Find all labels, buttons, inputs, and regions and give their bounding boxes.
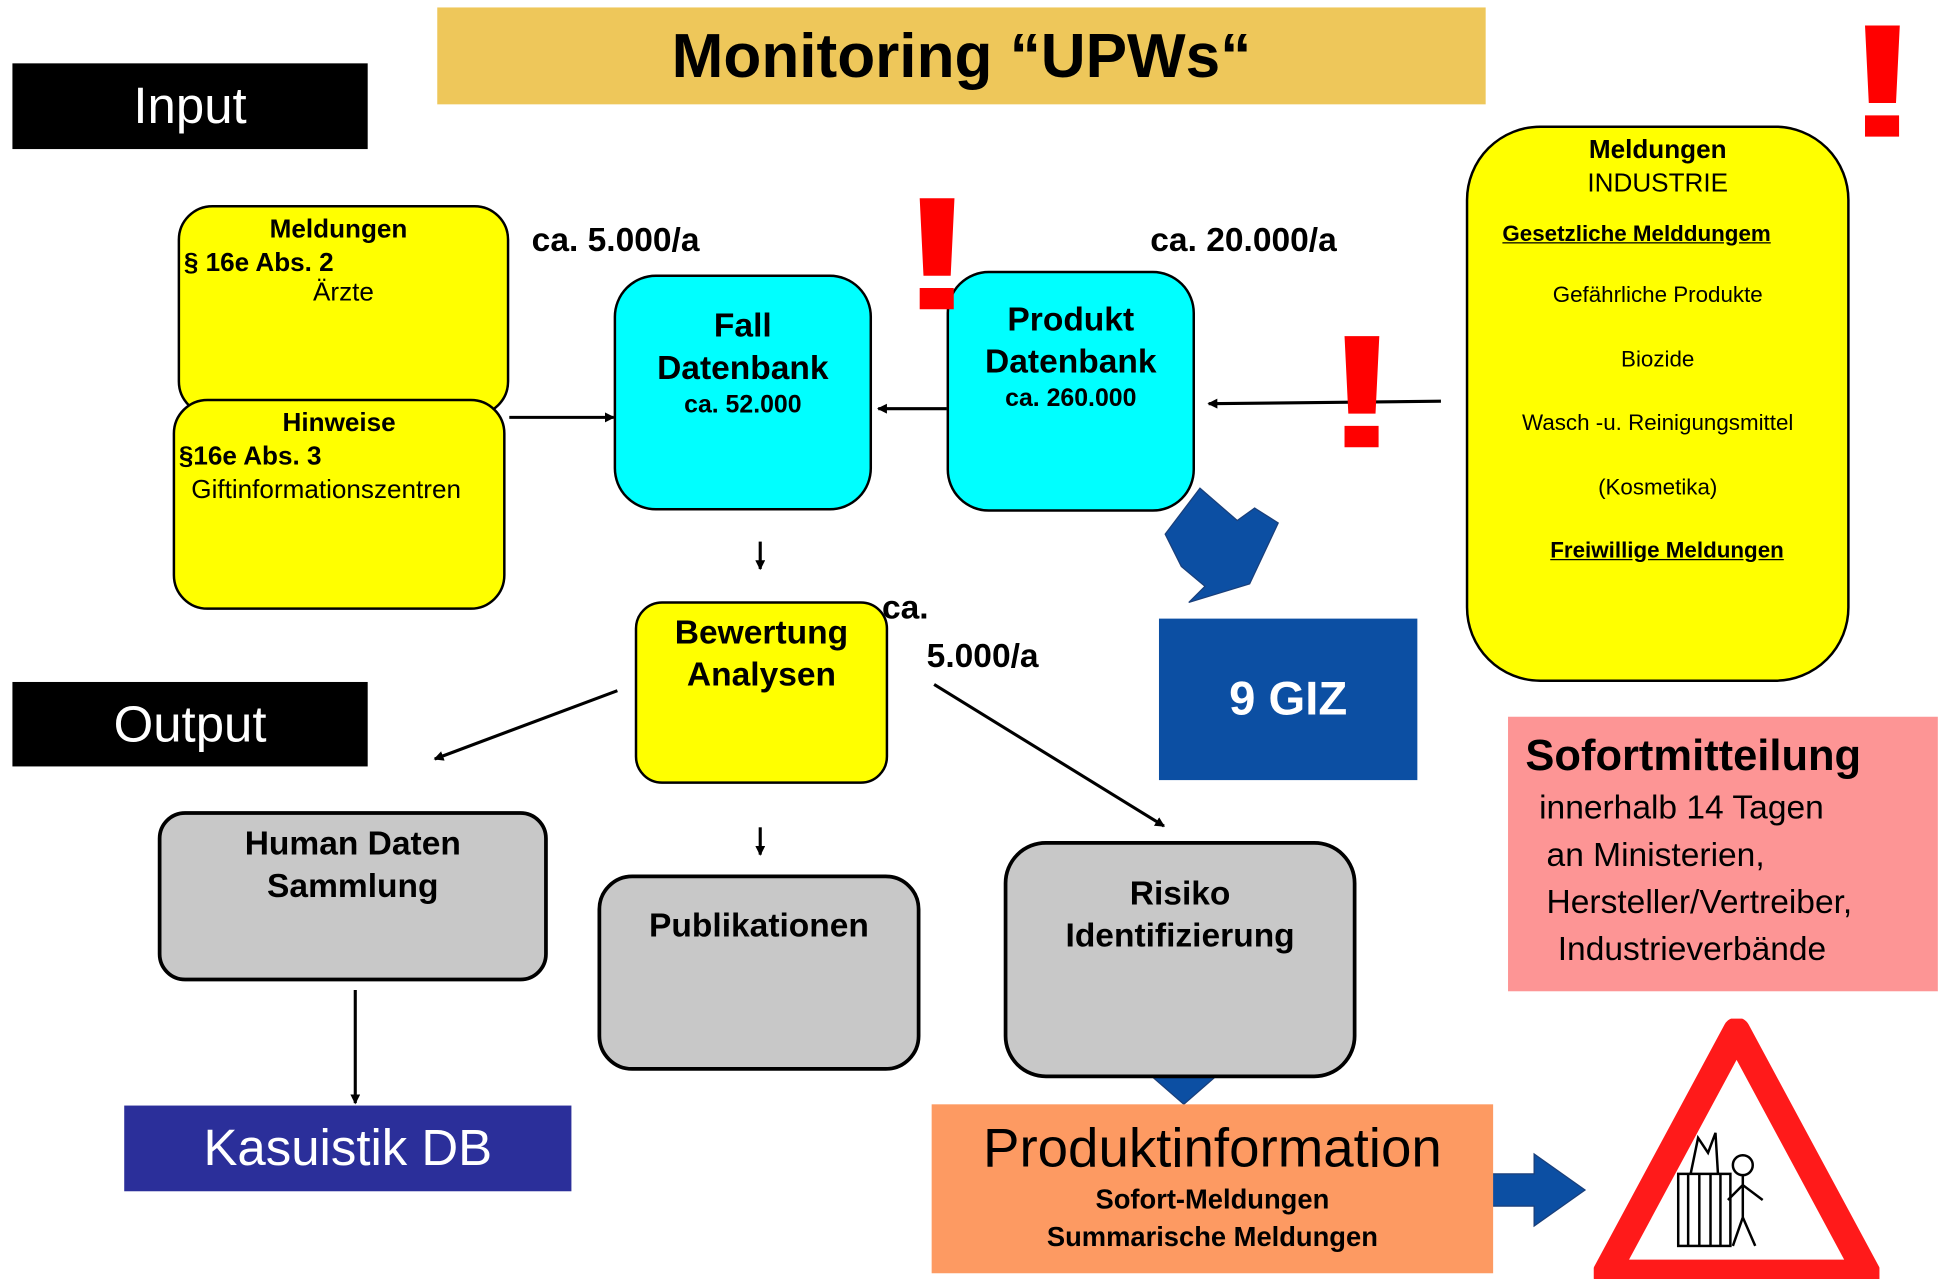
sofortmitteilung-box: Sofortmitteilung innerhalb 14 Tagen an M… bbox=[1508, 716, 1938, 992]
output-label-box: Output bbox=[12, 681, 368, 767]
bewertung-title-1: Bewertung bbox=[674, 613, 849, 651]
giz-label: 9 GIZ bbox=[1229, 672, 1348, 725]
bewertung-title-2: Analysen bbox=[686, 655, 837, 694]
produktinformation-box: Produktinformation Sofort-Meldungen Summ… bbox=[931, 1104, 1494, 1274]
input-label: Input bbox=[133, 77, 247, 135]
rate-bewertung-label-1: ca. bbox=[881, 588, 929, 627]
rate-produkt-label: ca. 20.000/a bbox=[1150, 221, 1337, 259]
produktinformation-line-1: Sofort-Meldungen bbox=[1095, 1183, 1330, 1215]
industrie-legal-heading: Gesetzliche Melddungem bbox=[1502, 221, 1771, 246]
fall-datenbank-box: Fall Datenbank ca. 52.000 bbox=[613, 274, 873, 511]
bewertung-analysen-box: Bewertung Analysen bbox=[634, 601, 889, 784]
publikationen-box: Publikationen bbox=[597, 874, 921, 1071]
industrie-item-wasch-reinigungsmittel: Wasch -u. Reinigungsmittel bbox=[1522, 409, 1794, 435]
rate-fall-label: ca. 5.000/a bbox=[531, 221, 700, 259]
page-title: Monitoring “UPWs“ bbox=[671, 21, 1252, 91]
sofortmitteilung-line-4: Industrieverbände bbox=[1557, 930, 1827, 968]
sofortmitteilung-title: Sofortmitteilung bbox=[1525, 731, 1862, 781]
human-daten-box: Human Daten Sammlung bbox=[157, 811, 548, 982]
arrow-industrie-to-produkt bbox=[1207, 398, 1441, 409]
produkt-datenbank-title-1: Produkt bbox=[1007, 300, 1135, 338]
kasuistik-db-box: Kasuistik DB bbox=[124, 1105, 572, 1192]
industrie-item-gefaehrliche-produkte: Gefährliche Produkte bbox=[1552, 281, 1763, 307]
arrow-bewertung-to-output bbox=[433, 689, 618, 761]
meldungen-aerzte-source: Ärzte bbox=[313, 278, 374, 307]
sofortmitteilung-line-3: Hersteller/Vertreiber, bbox=[1546, 883, 1853, 921]
risiko-box: Risiko Identifizierung bbox=[1003, 840, 1357, 1079]
produkt-datenbank-title-2: Datenbank bbox=[985, 342, 1157, 381]
meldungen-aerzte-title: Meldungen bbox=[269, 214, 408, 244]
meldungen-aerzte-box: Meldungen § 16e Abs. 2 Ärzte bbox=[177, 204, 510, 417]
human-daten-title-1: Human Daten bbox=[244, 824, 461, 863]
industrie-subtitle: INDUSTRIE bbox=[1587, 168, 1729, 198]
industrie-title: Meldungen bbox=[1588, 135, 1727, 164]
produkt-datenbank-box: Produkt Datenbank ca. 260.000 bbox=[946, 270, 1195, 512]
industrie-item-biozide: Biozide bbox=[1621, 346, 1695, 372]
meldungen-aerzte-paragraph: § 16e Abs. 2 bbox=[183, 248, 334, 278]
industrie-voluntary-heading: Freiwillige Meldungen bbox=[1550, 537, 1784, 563]
fall-datenbank-title-1: Fall bbox=[713, 306, 772, 345]
kasuistik-db-label: Kasuistik DB bbox=[203, 1119, 493, 1177]
publikationen-title: Publikationen bbox=[649, 906, 869, 945]
exclamation-mark-fall: ! bbox=[896, 162, 978, 345]
giz-box: 9 GIZ bbox=[1158, 618, 1418, 781]
warning-sign-icon bbox=[1593, 1018, 1880, 1279]
hinweise-giz-source: Giftinformationszentren bbox=[191, 475, 461, 505]
title-banner: Monitoring “UPWs“ bbox=[437, 7, 1486, 105]
hinweise-giz-paragraph: §16e Abs. 3 bbox=[178, 442, 322, 471]
hinweise-giz-title: Hinweise bbox=[282, 408, 396, 438]
industrie-item-kosmetika: (Kosmetika) bbox=[1598, 474, 1718, 500]
exclamation-mark-industrie: ! bbox=[1842, 0, 1923, 172]
fall-datenbank-title-2: Datenbank bbox=[657, 349, 829, 387]
produktinformation-title: Produktinformation bbox=[983, 1117, 1442, 1179]
rate-bewertung-label-2: 5.000/a bbox=[926, 637, 1039, 675]
human-daten-title-2: Sammlung bbox=[267, 867, 439, 905]
block-arrow-produkt-to-giz bbox=[1164, 487, 1280, 604]
arrow-bewertung-to-risiko bbox=[933, 683, 1165, 828]
risiko-title-1: Risiko bbox=[1129, 874, 1231, 912]
sofortmitteilung-line-1: innerhalb 14 Tagen bbox=[1539, 788, 1824, 827]
produktinformation-line-2: Summarische Meldungen bbox=[1046, 1221, 1378, 1253]
output-label: Output bbox=[113, 695, 267, 753]
exclamation-mark-industrie-link: ! bbox=[1321, 300, 1403, 482]
fall-datenbank-count: ca. 52.000 bbox=[684, 391, 802, 419]
input-label-box: Input bbox=[12, 63, 368, 150]
sofortmitteilung-line-2: an Ministerien, bbox=[1546, 836, 1765, 874]
meldungen-industrie-box: Meldungen INDUSTRIE Gesetzliche Melddung… bbox=[1465, 125, 1850, 682]
produkt-datenbank-count: ca. 260.000 bbox=[1005, 385, 1137, 413]
hinweise-giz-box: Hinweise §16e Abs. 3 Giftinformationszen… bbox=[172, 398, 506, 610]
risiko-title-2: Identifizierung bbox=[1065, 916, 1295, 955]
